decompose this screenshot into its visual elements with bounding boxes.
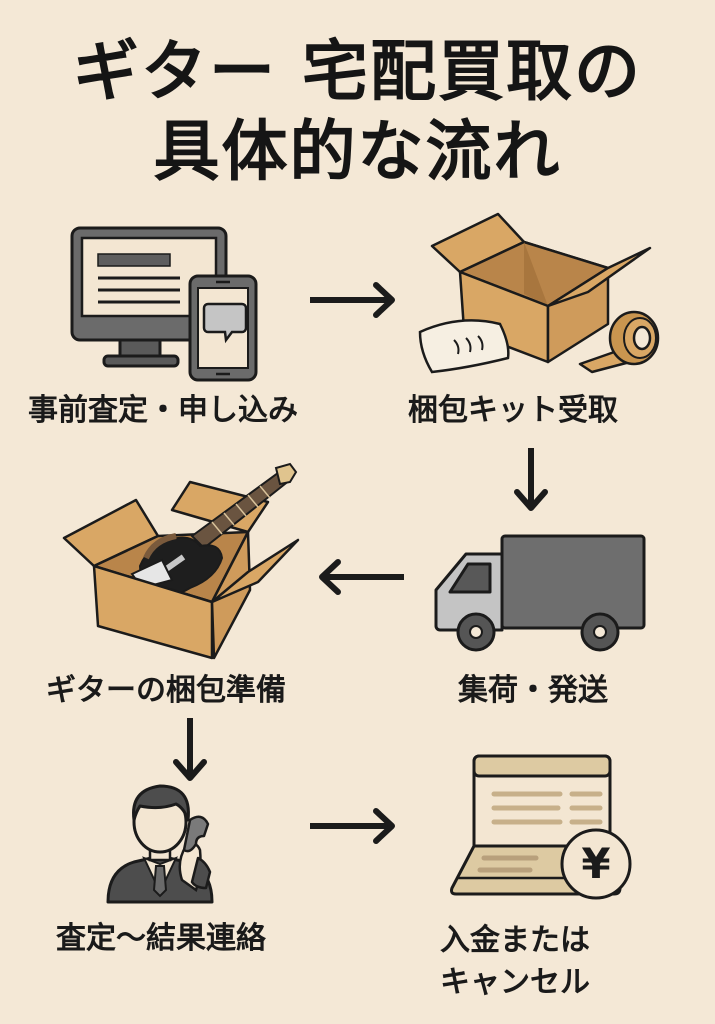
guitar-in-box-icon bbox=[62, 462, 300, 660]
bankbook-yen-icon bbox=[450, 754, 632, 900]
person-on-phone-icon bbox=[106, 784, 214, 904]
arrow-down-icon bbox=[168, 716, 212, 790]
step-5-icon bbox=[104, 780, 224, 904]
step-1-label: 事前査定・申し込み bbox=[28, 393, 298, 428]
step-6-label: 入金または キャンセル bbox=[440, 920, 590, 1004]
step-4-label: ギターの梱包準備 bbox=[46, 673, 286, 708]
step-3-label: 集荷・発送 bbox=[458, 673, 608, 708]
arrow-down-icon bbox=[509, 446, 553, 520]
arrow-right-icon bbox=[306, 280, 400, 324]
delivery-truck-icon bbox=[434, 534, 646, 652]
arrow-left-icon bbox=[314, 557, 408, 601]
step-5-label: 査定〜結果連絡 bbox=[56, 921, 266, 956]
page-title: ギター 宅配買取の 具体的な流れ bbox=[0, 32, 715, 192]
step-6-label-line-2: キャンセル bbox=[440, 965, 590, 1000]
yen-symbol: ¥ bbox=[581, 839, 611, 888]
step-6-label-line-1: 入金または bbox=[440, 923, 590, 958]
step-1-icon bbox=[68, 224, 268, 384]
title-line-2: 具体的な流れ bbox=[153, 113, 562, 190]
step-3-icon bbox=[432, 534, 648, 654]
step-6-icon: ¥ bbox=[444, 752, 640, 902]
title-line-1: ギター 宅配買取の bbox=[73, 33, 642, 110]
computer-and-smartphone-icon bbox=[70, 226, 258, 382]
cardboard-box-kit-icon bbox=[418, 212, 660, 374]
step-2-icon bbox=[412, 206, 662, 376]
arrow-right-icon bbox=[306, 806, 400, 850]
step-4-icon bbox=[62, 462, 302, 662]
step-2-label: 梱包キット受取 bbox=[408, 393, 618, 428]
